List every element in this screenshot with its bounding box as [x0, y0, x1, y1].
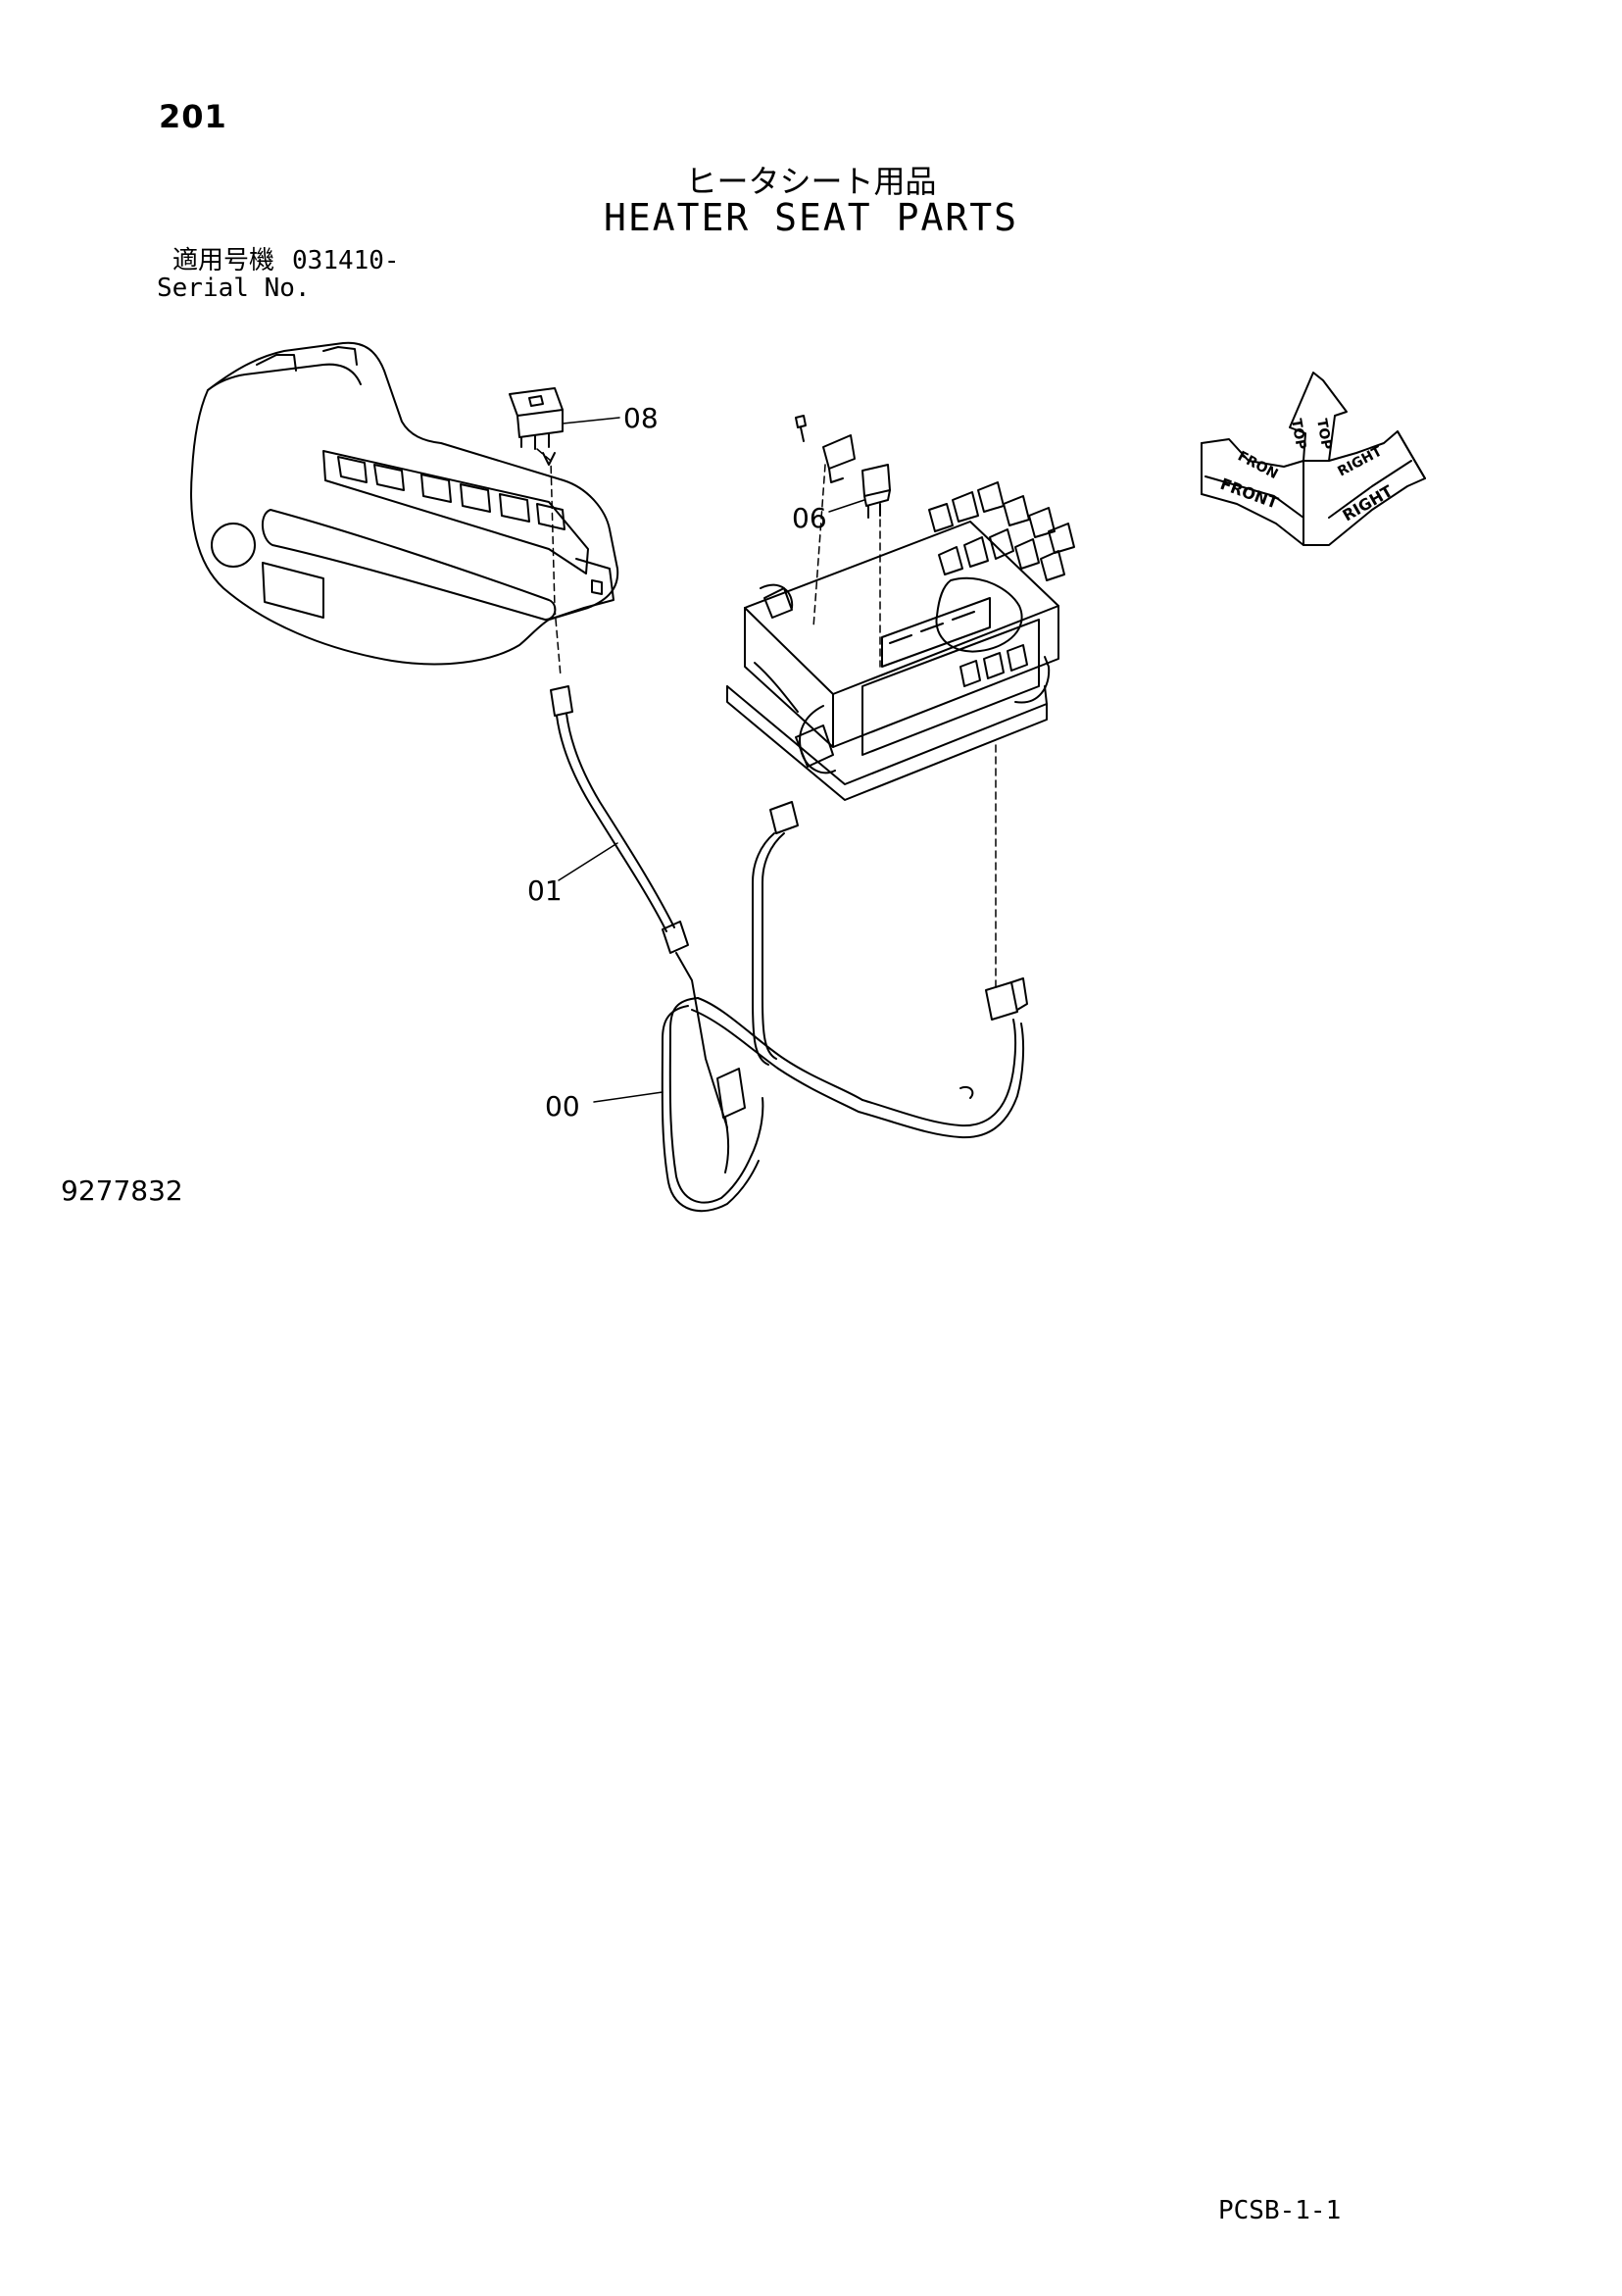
title-english: HEATER SEAT PARTS [604, 196, 1018, 239]
diagram-number: 9277832 [61, 1174, 183, 1207]
harness-01 [550, 685, 728, 1128]
leader-00 [593, 1091, 664, 1103]
orientation-arrow: TOP TOP FRON FRONT RIGHT RIGHT [1201, 372, 1426, 546]
callout-01: 01 [527, 874, 563, 907]
serial-label-japanese: 適用号機 [172, 246, 275, 275]
serial-block: 適用号機 031410- Serial No. [157, 247, 400, 302]
serial-value: 031410- [292, 246, 400, 275]
leader-01 [558, 842, 618, 881]
orientation-right-upper: RIGHT [1335, 443, 1385, 479]
callout-08: 08 [623, 402, 659, 434]
callout-06: 06 [792, 502, 827, 534]
orientation-top-2: TOP [1313, 418, 1334, 451]
relay-assembly [795, 415, 891, 519]
leader-dashed-switch [536, 448, 562, 677]
serial-label-english: Serial No. [157, 274, 311, 303]
leader-06 [828, 499, 865, 513]
harness-00 [661, 801, 1028, 1213]
footer-code: PCSB-1-1 [1218, 2196, 1342, 2225]
rocker-switch [509, 387, 564, 466]
page-number: 201 [159, 98, 227, 135]
orientation-top-1: TOP [1288, 418, 1308, 451]
callout-00: 00 [545, 1090, 580, 1123]
orientation-front-upper: FRON [1235, 448, 1280, 482]
title-japanese: ヒータシート用品 [685, 163, 937, 200]
console-panel [190, 341, 619, 666]
orientation-right-lower: RIGHT [1340, 481, 1397, 524]
leader-dashed-relay-1 [812, 464, 826, 628]
control-unit [726, 481, 1075, 801]
leader-08 [562, 417, 620, 424]
